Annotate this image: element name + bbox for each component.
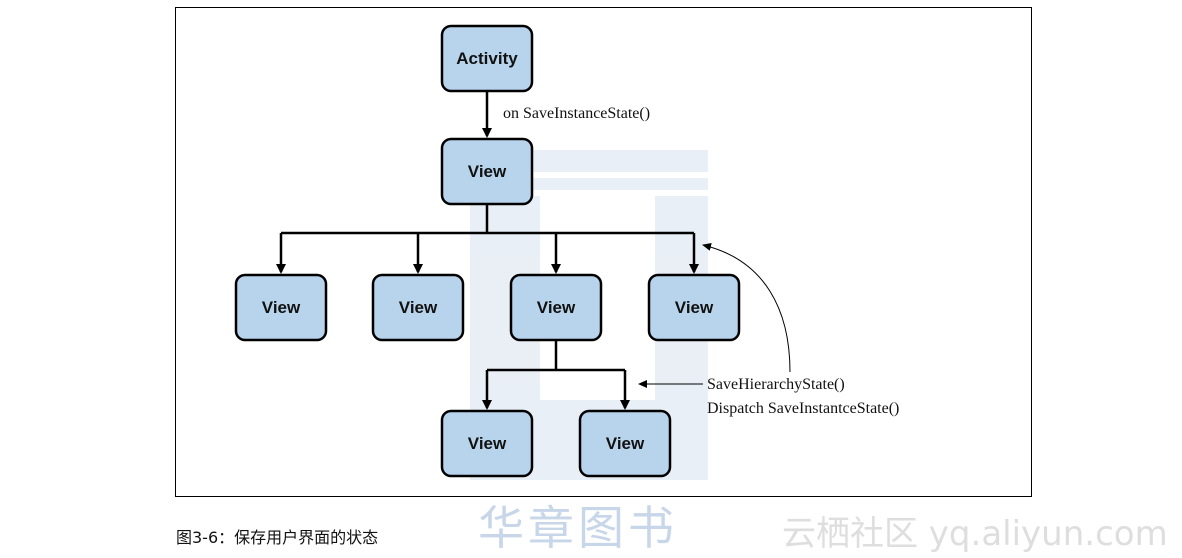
watermark-center: 华章图书 bbox=[478, 501, 678, 555]
node-view-grandchild-2: View bbox=[578, 409, 672, 478]
diagram-frame bbox=[175, 7, 1032, 497]
node-view-grandchild-1: View bbox=[440, 409, 534, 478]
label-on-save-instance-state: on SaveInstanceState() bbox=[503, 105, 650, 122]
node-activity: Activity bbox=[440, 24, 534, 93]
node-activity-label: Activity bbox=[456, 49, 518, 68]
node-view-root: View bbox=[440, 137, 534, 206]
label-dispatch-save-instance-state: Dispatch SaveInstantceState() bbox=[707, 400, 899, 417]
node-view-child-1-label: View bbox=[262, 298, 301, 317]
label-save-hierarchy-state: SaveHierarchyState() bbox=[707, 376, 845, 393]
node-view-root-label: View bbox=[468, 162, 507, 181]
node-view-grandchild-1-label: View bbox=[468, 434, 507, 453]
node-view-child-2: View bbox=[371, 273, 465, 342]
node-view-grandchild-2-label: View bbox=[606, 434, 645, 453]
node-view-child-1: View bbox=[234, 273, 328, 342]
node-view-child-4: View bbox=[647, 273, 741, 342]
annotation-arrows bbox=[638, 242, 791, 388]
curved-annotation-arrow bbox=[702, 242, 791, 373]
figure-caption: 图3-6：保存用户界面的状态 bbox=[176, 528, 379, 547]
node-view-child-2-label: View bbox=[399, 298, 438, 317]
node-view-child-4-label: View bbox=[675, 298, 714, 317]
watermark-right: 云栖社区 yq.aliyun.com bbox=[782, 514, 1168, 554]
node-view-child-3: View bbox=[509, 273, 603, 342]
connectors bbox=[276, 91, 699, 410]
node-view-child-3-label: View bbox=[537, 298, 576, 317]
